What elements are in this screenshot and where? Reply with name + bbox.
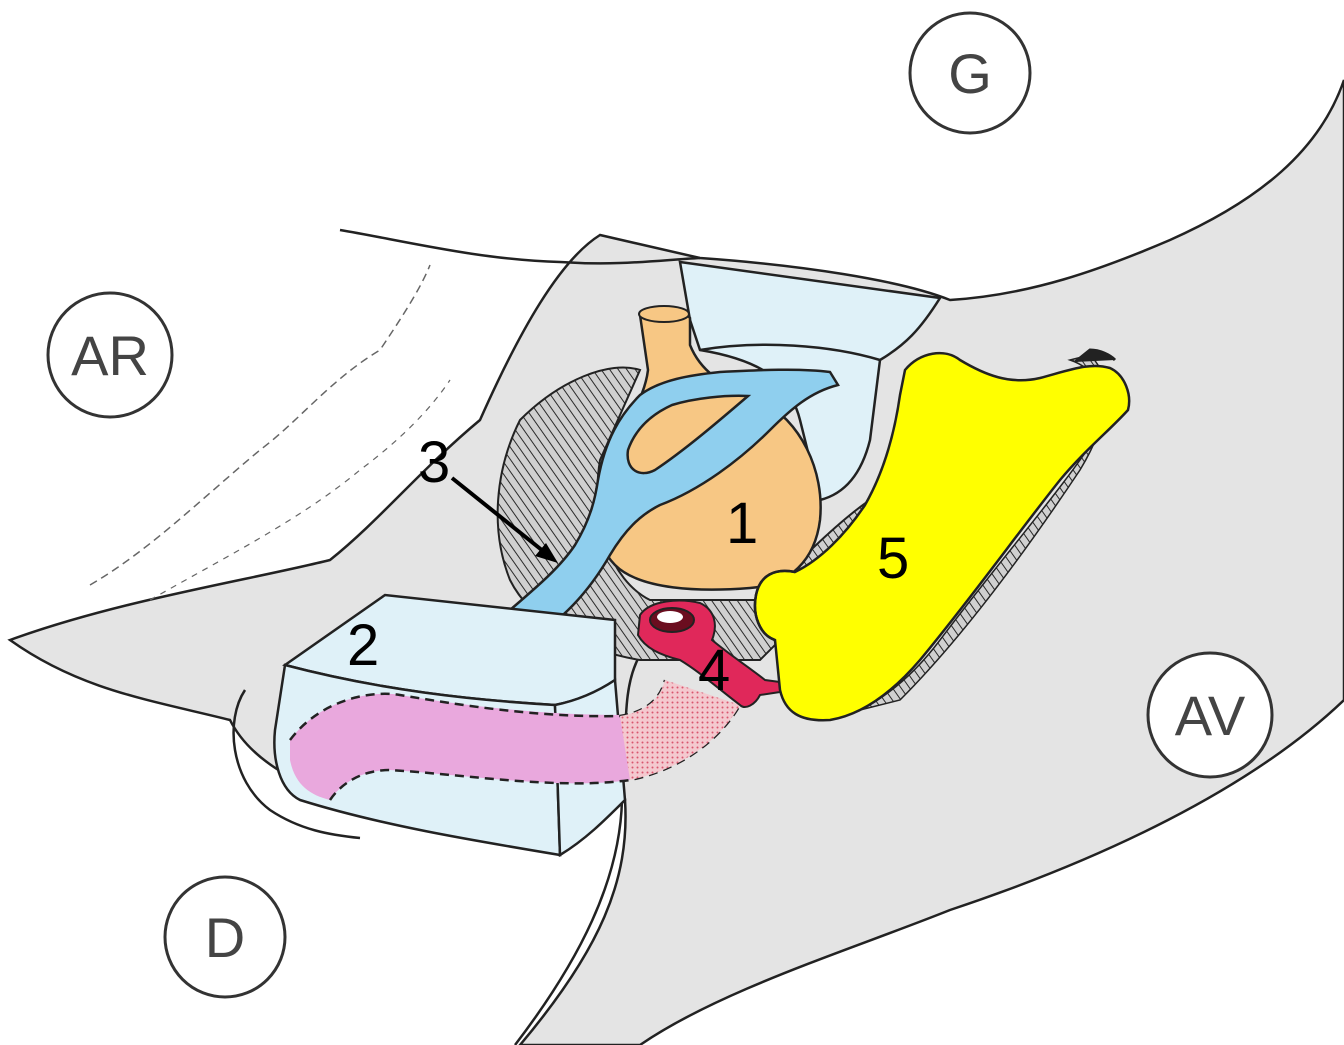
label-2: 2	[347, 613, 379, 678]
orientation-marker-d: D	[165, 877, 285, 997]
label-3: 3	[418, 430, 450, 495]
label-1: 1	[726, 491, 758, 556]
artery-lumen-inner	[657, 611, 683, 623]
orientation-marker-av: AV	[1148, 653, 1272, 777]
label-5: 5	[877, 526, 909, 591]
orientation-label-d: D	[205, 906, 245, 969]
orientation-marker-ar: AR	[48, 293, 172, 417]
label-4: 4	[698, 638, 730, 703]
orientation-label-ar: AR	[71, 324, 149, 387]
gland-stalk-top	[639, 306, 689, 322]
orientation-label-av: AV	[1175, 684, 1246, 747]
orientation-label-g: G	[948, 42, 992, 105]
orientation-marker-g: G	[910, 13, 1030, 133]
